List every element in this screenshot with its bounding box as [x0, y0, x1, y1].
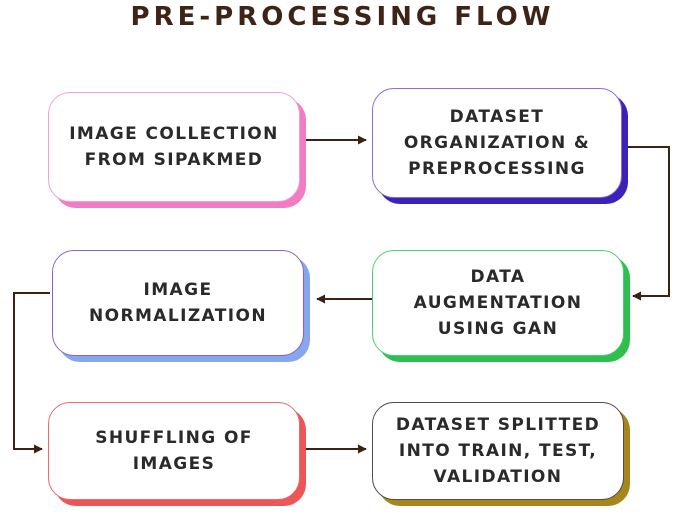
node-line: DATASET SPLITTED — [395, 415, 601, 435]
node-line: DATASET — [449, 107, 545, 127]
node-line: SHUFFLING OF — [95, 428, 253, 448]
node-line: VALIDATION — [433, 467, 563, 487]
node-line: NORMALIZATION — [89, 306, 267, 326]
arrow-normalization-to-shuffling — [13, 292, 50, 454]
node-line: USING GAN — [437, 319, 559, 339]
node-dataset-splitted: DATASET SPLITTED INTO TRAIN, TEST, VALID… — [372, 402, 624, 500]
node-label: DATA AUGMENTATION USING GAN — [414, 264, 583, 342]
node-data-augmentation: DATA AUGMENTATION USING GAN — [372, 250, 624, 356]
node-line: DATA — [470, 267, 526, 287]
node-label: IMAGE COLLECTION FROM SIPAKMED — [69, 121, 279, 173]
node-label: IMAGE NORMALIZATION — [89, 277, 267, 329]
node-line: IMAGES — [132, 454, 216, 474]
node-line: INTO TRAIN, TEST, — [398, 441, 598, 461]
node-line: FROM SIPAKMED — [84, 150, 264, 170]
diagram-title: PRE-PROCESSING FLOW — [130, 2, 555, 32]
node-line: PREPROCESSING — [408, 159, 586, 179]
node-image-normalization: IMAGE NORMALIZATION — [52, 250, 304, 356]
arrow-organization-to-augmentation — [626, 146, 670, 301]
node-line: IMAGE COLLECTION — [69, 124, 279, 144]
node-image-collection: IMAGE COLLECTION FROM SIPAKMED — [48, 92, 300, 202]
node-line: AUGMENTATION — [413, 293, 583, 313]
node-line: IMAGE — [143, 280, 213, 300]
node-line: ORGANIZATION & — [403, 133, 591, 153]
node-shuffling-of-images: SHUFFLING OF IMAGES — [48, 402, 300, 500]
node-dataset-organization: DATASET ORGANIZATION & PREPROCESSING — [372, 88, 622, 198]
node-label: SHUFFLING OF IMAGES — [95, 425, 253, 477]
node-label: DATASET ORGANIZATION & PREPROCESSING — [404, 104, 590, 182]
node-label: DATASET SPLITTED INTO TRAIN, TEST, VALID… — [396, 412, 600, 490]
